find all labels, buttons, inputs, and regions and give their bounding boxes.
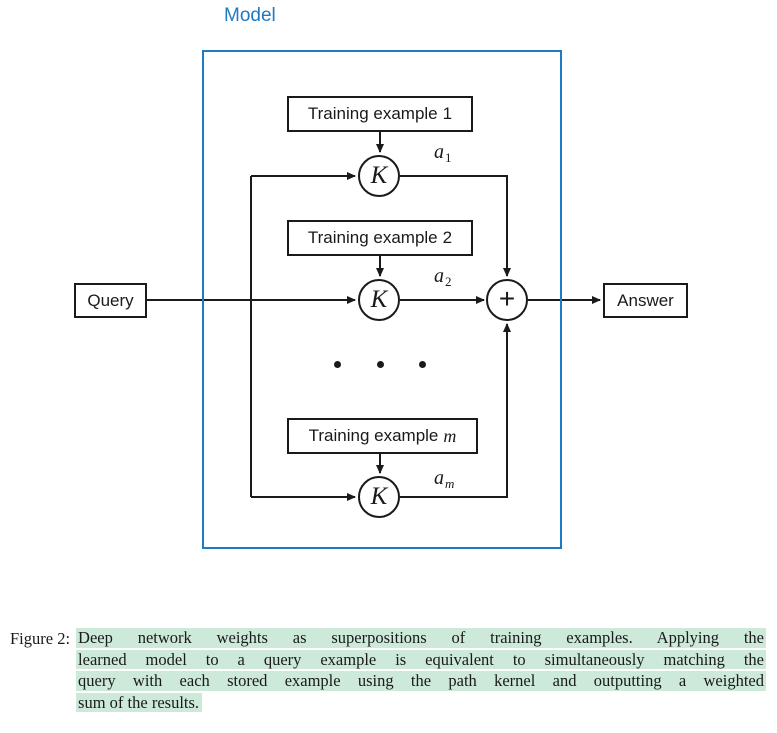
weight-sub: 1 (445, 150, 452, 165)
kernel-glyph: K (370, 285, 388, 313)
dot-icon (334, 360, 341, 368)
training-example-m-label: Training example (308, 426, 439, 445)
kernel-node-2: K (358, 279, 400, 321)
weight-label-am: am (434, 468, 454, 490)
weight-base: a (434, 467, 444, 489)
kernel-glyph: K (370, 482, 388, 510)
training-example-m-index: m (443, 425, 457, 446)
training-example-1-index: 1 (442, 104, 453, 123)
training-example-1-label: Training example (307, 104, 438, 123)
answer-box: Answer (603, 283, 688, 318)
figure-caption: Figure 2: Deep network weights as superp… (10, 628, 766, 714)
figure-caption-text: Deep network weights as superpositions o… (76, 628, 766, 714)
weight-sub: m (445, 476, 455, 491)
weight-base: a (434, 141, 444, 163)
dot-icon (376, 360, 384, 368)
figure-caption-label: Figure 2: (10, 629, 71, 648)
sum-node: + (486, 279, 528, 321)
kernel-node-1: K (358, 155, 400, 197)
caption-line: sum of the results. (76, 692, 766, 712)
kernel-glyph: K (370, 161, 388, 189)
weight-base: a (434, 265, 444, 287)
answer-label: Answer (617, 290, 674, 310)
weight-label-a1: a1 (434, 142, 452, 164)
model-label: Model (224, 5, 276, 26)
kernel-node-m: K (358, 476, 400, 518)
ellipsis-dots (334, 360, 426, 368)
connector-arrows (147, 132, 601, 501)
training-example-2-label: Training example (307, 228, 438, 247)
plus-icon: + (498, 282, 516, 314)
weight-label-a2: a2 (434, 266, 452, 288)
model-boundary-box (202, 50, 562, 549)
caption-line: Deep network weights as superpositions o… (76, 628, 766, 648)
dot-icon (419, 360, 426, 368)
training-example-2-index: 2 (442, 228, 453, 247)
query-box: Query (74, 283, 147, 318)
query-label: Query (87, 290, 134, 310)
weight-sub: 2 (445, 274, 452, 289)
caption-line: learned model to a query example is equi… (76, 649, 766, 669)
caption-line: query with each stored example using the… (76, 671, 766, 691)
